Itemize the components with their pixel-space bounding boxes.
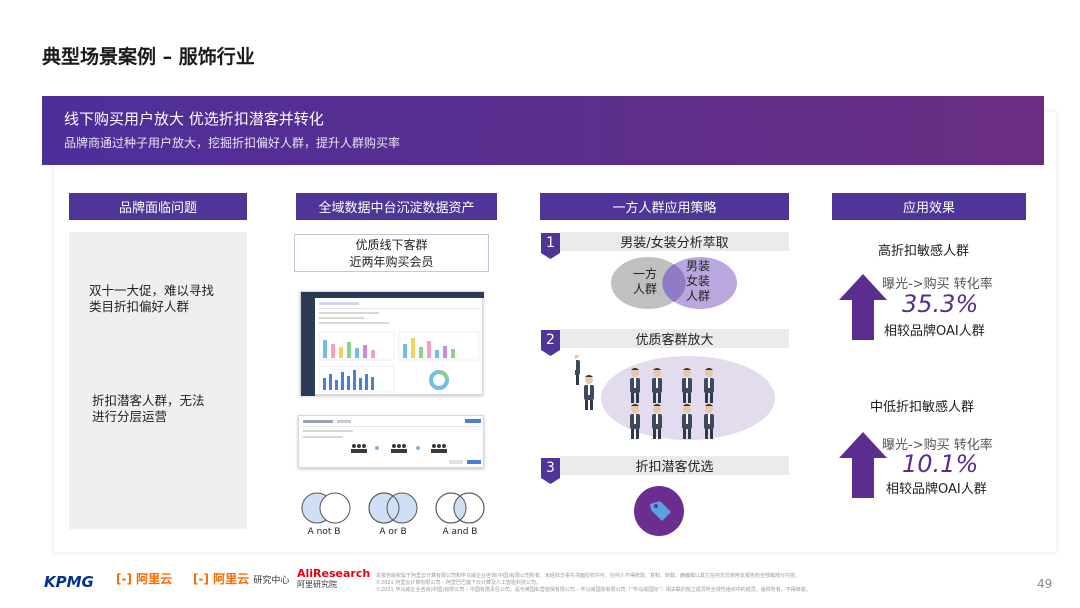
- problem-item: 双十一大促，难以寻找 类目折扣偏好人群: [89, 283, 214, 315]
- problem-item: 折扣潜客人群，无法 进行分层运营: [92, 393, 205, 425]
- audience-venn-diagram: [611, 257, 737, 309]
- venn-label: A or B: [379, 527, 407, 537]
- column-header-effects: 应用效果: [832, 193, 1026, 220]
- venn-text: 一方: [633, 267, 658, 281]
- venn-a-not-b-icon: [301, 492, 351, 524]
- venn-text: 女装: [686, 274, 711, 288]
- aliyun-logo: [-] 阿里云: [116, 570, 172, 587]
- banner: 线下购买用户放大 优选折扣潜客并转化 品牌商通过种子用户放大，挖掘折扣偏好人群，…: [42, 96, 1044, 165]
- effect-title: 中低折扣敏感人群: [870, 400, 975, 415]
- audience-illustration: [303, 419, 481, 464]
- aliresearch-logo: AliResearch 阿里研究院: [297, 568, 370, 590]
- aliyun-mark-icon: [-]: [193, 572, 209, 586]
- effect-value: 35.3%: [902, 290, 979, 318]
- aliresearch-logo-text: AliResearch: [297, 567, 371, 580]
- venn-label: A not B: [307, 527, 341, 537]
- price-tag-icon: [634, 486, 684, 536]
- step-label: 优质客群放大: [560, 329, 789, 348]
- step-label: 男装/女装分析萃取: [560, 232, 789, 251]
- effect-title: 高折扣敏感人群: [878, 244, 970, 259]
- column-header-strategy: 一方人群应用策略: [540, 193, 789, 220]
- people-amplification-illustration: [575, 355, 775, 440]
- bookmark-icon: [541, 330, 560, 356]
- step-number-badge: 2: [541, 330, 560, 356]
- aliyun-research-logo: [-] 阿里云 研究中心: [193, 570, 289, 587]
- aliyun-logo-text: 阿里云: [136, 572, 173, 586]
- step-number-badge: 1: [541, 233, 560, 259]
- banner-subheading: 品牌商通过种子用户放大，挖掘折扣偏好人群，提升人群购买率: [64, 136, 401, 150]
- aliyun-mark-icon: [-]: [116, 572, 132, 586]
- dashboard-illustration: [301, 292, 484, 396]
- page-number: 49: [1037, 577, 1053, 591]
- kpmg-logo: KPMG: [44, 573, 94, 591]
- audience-screenshot: [298, 415, 484, 468]
- problem-line: 折扣潜客人群，无法: [92, 393, 205, 408]
- asset-line: 近两年购买会员: [349, 255, 434, 269]
- problems-panel: [69, 232, 247, 529]
- asset-line: 优质线下客群: [355, 238, 428, 252]
- venn-right-label: 男装 女装 人群: [686, 259, 710, 304]
- problem-line: 类目折扣偏好人群: [89, 299, 190, 314]
- step-number: 1: [546, 235, 555, 251]
- aliyun-logo-text: 阿里云: [213, 572, 250, 586]
- bookmark-icon: [541, 458, 560, 484]
- page-title: 典型场景案例 – 服饰行业: [42, 46, 255, 68]
- step-number: 2: [546, 332, 555, 348]
- up-arrow-icon: [839, 432, 887, 498]
- logo-subtitle: 阿里研究院: [297, 580, 337, 589]
- venn-text: 人群: [633, 282, 658, 296]
- problem-line: 进行分层运营: [92, 409, 168, 424]
- bookmark-icon: [541, 233, 560, 259]
- asset-box: 优质线下客群 近两年购买会员: [294, 234, 489, 272]
- venn-label: A and B: [442, 527, 478, 537]
- step-number: 3: [546, 460, 555, 476]
- effect-label: 曝光->购买 转化率: [882, 277, 993, 292]
- venn-a-and-b-icon: [435, 492, 485, 524]
- copyright-line: 本报告版权属于阿里云计算有限公司和毕马威企业咨询(中国)有限公司所有。未经双方事…: [376, 573, 800, 579]
- copyright-line: ©2021 毕马威企业咨询(中国)有限公司 – 中国有限责任公司，是与英国私营担…: [376, 587, 811, 593]
- column-header-problems: 品牌面临问题: [69, 193, 247, 220]
- effect-value: 10.1%: [902, 450, 979, 478]
- copyright-line: ©2021 阿里云计算有限公司 – 阿里巴巴旗下云计算及人工智能科技公司。: [376, 580, 541, 586]
- effect-label: 曝光->购买 转化率: [882, 438, 993, 453]
- venn-a-or-b-icon: [368, 492, 418, 524]
- venn-text: 人群: [686, 289, 711, 303]
- logo-subtitle: 研究中心: [253, 576, 290, 586]
- step-label: 折扣潜客优选: [560, 456, 789, 475]
- copyright-notice: 本报告版权属于阿里云计算有限公司和毕马威企业咨询(中国)有限公司所有。未经双方事…: [376, 573, 936, 594]
- venn-text: 男装: [686, 259, 711, 273]
- step-number-badge: 3: [541, 458, 560, 484]
- column-header-assets: 全域数据中台沉淀数据资产: [296, 193, 497, 220]
- up-arrow-icon: [839, 274, 887, 340]
- dashboard-screenshot: [300, 291, 484, 396]
- effect-note: 相较品牌OAI人群: [886, 482, 987, 497]
- venn-left-label: 一方 人群: [633, 267, 657, 297]
- effect-note: 相较品牌OAI人群: [884, 324, 985, 339]
- banner-heading: 线下购买用户放大 优选折扣潜客并转化: [64, 110, 324, 128]
- problem-line: 双十一大促，难以寻找: [89, 283, 215, 298]
